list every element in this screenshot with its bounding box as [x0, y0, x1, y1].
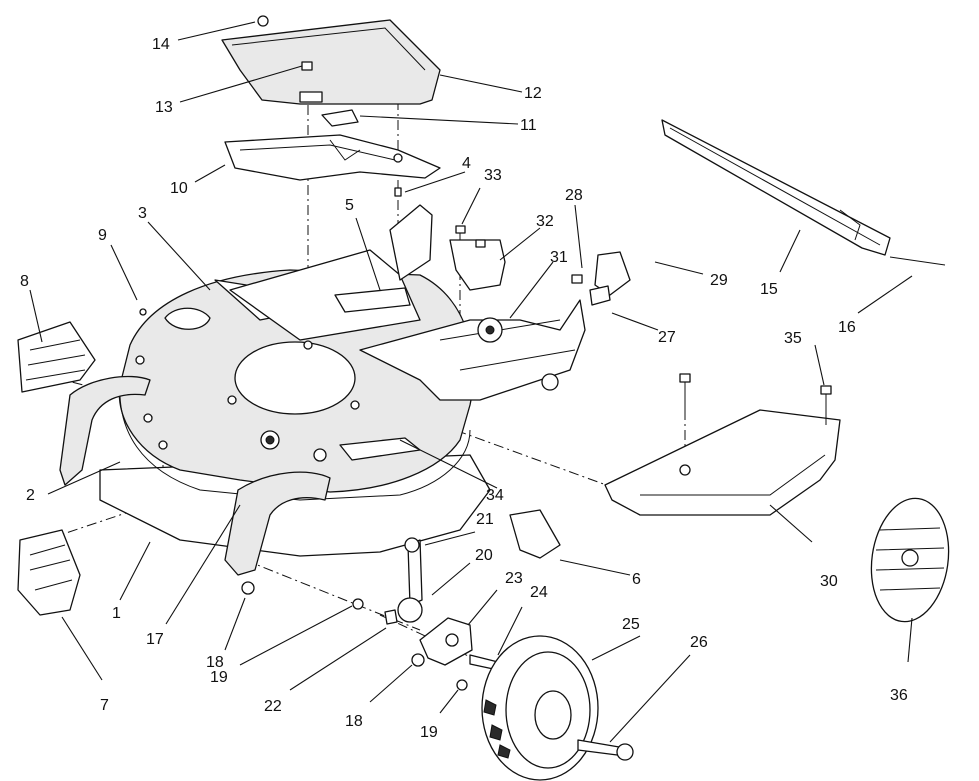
callout-label: 29: [710, 272, 728, 289]
callout-label: 34: [486, 487, 504, 504]
wheel-adjuster-hardware: [241, 537, 499, 691]
rear-deflector-part: [224, 134, 441, 181]
callout-label: 9: [98, 227, 107, 244]
callout-label: 30: [820, 573, 838, 590]
callout-label: 13: [155, 99, 173, 116]
callout-label: 22: [264, 698, 282, 715]
callout-label: 35: [784, 330, 802, 347]
rear-skirt-part: [604, 409, 841, 516]
callout-label: 4: [462, 155, 471, 172]
wheel-cover-part: [870, 497, 950, 623]
callout-label: 11: [520, 117, 537, 134]
callout-label: 16: [838, 319, 856, 336]
callout-label: 31: [550, 249, 568, 266]
top-cover-part: [221, 19, 441, 127]
callout-label: 25: [622, 616, 640, 633]
callout-label: 7: [100, 697, 109, 714]
callout-label: 33: [484, 167, 502, 184]
leader-lines: [29, 21, 913, 743]
wheel-bolt-part: [577, 739, 634, 761]
wheel-part: [481, 635, 599, 781]
callout-label: 18: [206, 654, 224, 671]
callout-label: 27: [658, 329, 676, 346]
callout-label: 19: [210, 669, 228, 686]
callout-label: 36: [890, 687, 908, 704]
callout-label: 28: [565, 187, 583, 204]
callout-label: 23: [505, 570, 523, 587]
left-plug-part: [17, 529, 81, 616]
callout-label: 26: [690, 634, 708, 651]
callout-label: 32: [536, 213, 554, 230]
callout-label: 21: [476, 511, 494, 528]
callout-labels: 1 2 3 4 5 6 7 8 9 10 11 12 13 14 15 16 1…: [20, 36, 908, 741]
side-chute-door-part: [17, 321, 96, 393]
callout-label: 12: [524, 85, 542, 102]
callout-label: 17: [146, 631, 164, 648]
callout-label: 18: [345, 713, 363, 730]
bolts: [139, 15, 832, 425]
handle-channel-part: [661, 119, 891, 256]
callout-label: 10: [170, 180, 188, 197]
callout-label: 5: [345, 197, 354, 214]
baffle-part: [229, 249, 421, 341]
front-deflector-part: [59, 375, 151, 486]
callout-label: 19: [420, 724, 438, 741]
mulch-plug-part: [509, 509, 561, 559]
callout-label: 8: [20, 273, 29, 290]
callout-label: 2: [26, 487, 35, 504]
callout-label: 14: [152, 36, 170, 53]
right-deflector-part: [224, 471, 331, 576]
callout-label: 3: [138, 205, 147, 222]
callout-label: 15: [760, 281, 778, 298]
callout-label: 20: [475, 547, 493, 564]
height-adjust-assembly: [359, 204, 631, 401]
callout-label: 1: [112, 605, 121, 622]
callout-label: 6: [632, 571, 641, 588]
callout-label: 24: [530, 584, 548, 601]
handle-rod-part: [889, 256, 946, 266]
